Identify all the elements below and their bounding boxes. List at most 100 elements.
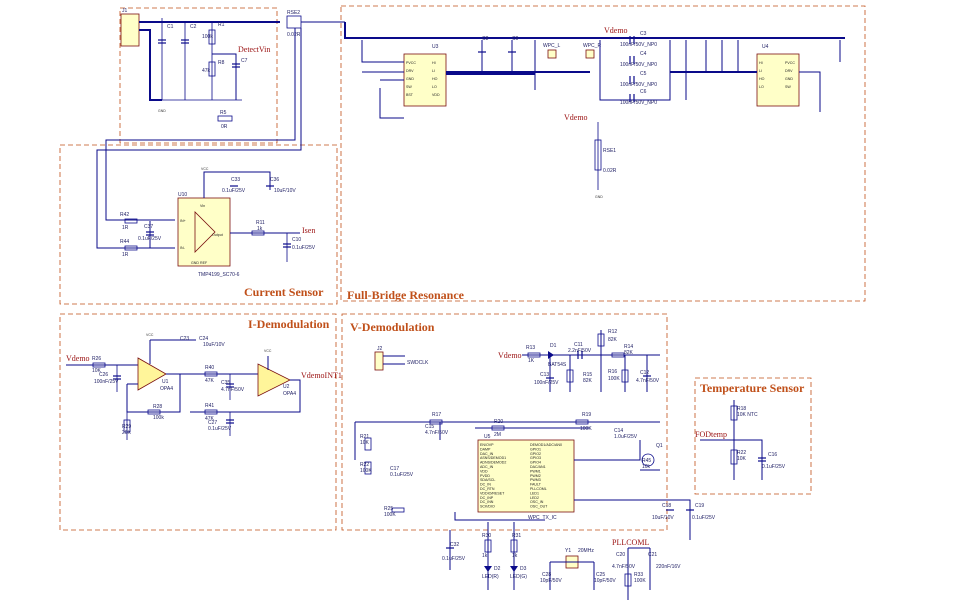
svg-text:100nF/25V: 100nF/25V: [534, 380, 559, 386]
svg-text:GND: GND: [595, 195, 603, 199]
svg-text:C9: C9: [512, 36, 519, 42]
u5-pin-right: LED2: [530, 496, 539, 500]
svg-text:U2: U2: [283, 384, 290, 390]
svg-text:HI: HI: [759, 61, 763, 65]
full-bridge: U3 PVCC DRV GND SW BST HI LI HO LO VDD U…: [361, 26, 841, 199]
svg-text:VCC: VCC: [264, 349, 272, 353]
svg-text:U4: U4: [762, 44, 769, 50]
svg-text:VDD: VDD: [432, 93, 440, 97]
svg-text:R29: R29: [122, 424, 131, 430]
svg-text:R14: R14: [624, 344, 633, 350]
svg-text:C4: C4: [640, 51, 647, 57]
svg-text:IN+: IN+: [180, 219, 186, 223]
r1-value: 100k: [202, 34, 213, 40]
full-bridge-box: [340, 5, 866, 302]
isen-net: Isen: [302, 226, 315, 235]
ic-u4: [756, 53, 800, 107]
opamp-u2: [257, 363, 291, 397]
svg-text:0.1uF/25V: 0.1uF/25V: [292, 245, 316, 251]
svg-text:82K: 82K: [624, 350, 634, 356]
current-sensor-title: Current Sensor: [244, 285, 324, 299]
svg-text:0.02R: 0.02R: [603, 168, 617, 174]
svg-text:LO: LO: [432, 85, 437, 89]
svg-text:C11: C11: [574, 342, 583, 348]
u5-pin-left: VDD: [480, 469, 488, 473]
svg-text:20MHz: 20MHz: [578, 548, 594, 554]
svg-text:100k: 100k: [153, 415, 164, 421]
connector-j2: [374, 351, 384, 371]
svg-text:WPC_L: WPC_L: [543, 43, 560, 49]
svg-text:LI: LI: [759, 69, 762, 73]
sense-wire-a: [96, 21, 345, 249]
svg-text:LO: LO: [759, 85, 764, 89]
svg-text:BAT54S: BAT54S: [548, 362, 567, 368]
r5-label: R5: [220, 110, 227, 116]
svg-text:R22: R22: [737, 450, 746, 456]
svg-text:R15: R15: [583, 372, 592, 378]
svg-text:10K: 10K: [92, 368, 102, 374]
u5-pin-left: DC_IN: [480, 483, 491, 487]
svg-text:R19: R19: [582, 412, 591, 418]
svg-text:R16: R16: [608, 369, 617, 375]
shunt-rse2: RSE2 0.02R: [96, 10, 845, 249]
svg-text:100nF/50V_NP0: 100nF/50V_NP0: [620, 82, 657, 88]
svg-text:10pF/50V: 10pF/50V: [540, 578, 562, 584]
svg-text:100nF/50V_NP0: 100nF/50V_NP0: [620, 62, 657, 68]
svg-text:C32: C32: [450, 542, 459, 548]
svg-text:D2: D2: [494, 566, 501, 572]
svg-text:C14: C14: [614, 428, 623, 434]
svg-text:0.1uF/25V: 0.1uF/25V: [208, 426, 232, 432]
svg-text:C25: C25: [596, 572, 605, 578]
svg-text:10K NTC: 10K NTC: [737, 412, 758, 418]
ic-u10: [177, 197, 231, 267]
svg-text:C17: C17: [390, 466, 399, 472]
svg-text:C13: C13: [540, 372, 549, 378]
svg-text:1k: 1k: [482, 553, 488, 559]
svg-text:OPA4: OPA4: [283, 391, 296, 397]
svg-text:OPA4: OPA4: [160, 386, 173, 392]
svg-text:C10: C10: [292, 237, 301, 243]
svg-text:4.7nF/50V: 4.7nF/50V: [636, 378, 660, 384]
u5-pin-right: OSC_OUT: [530, 505, 548, 509]
svg-text:R45: R45: [642, 458, 651, 464]
v-demod-title: V-Demodulation: [350, 320, 435, 334]
svg-text:HI: HI: [432, 61, 436, 65]
svg-text:R13: R13: [526, 345, 535, 351]
v-demod: J2 SWDCLK Vdemo R13 1K D1 BAT54S C13 100…: [354, 329, 716, 600]
vdemo-vd-net: Vdemo: [498, 351, 522, 360]
u10-label: U10: [178, 192, 187, 198]
bus-wire: [344, 22, 845, 39]
svg-text:C26: C26: [99, 372, 108, 378]
fodtemp-net: FODtemp: [695, 430, 727, 439]
svg-text:R21: R21: [360, 434, 369, 440]
svg-text:47K: 47K: [205, 416, 215, 422]
svg-text:0.1uF/25V: 0.1uF/25V: [762, 464, 786, 470]
svg-text:U3: U3: [432, 44, 439, 50]
svg-text:20K: 20K: [122, 430, 132, 436]
svg-text:10pF/50V: 10pF/50V: [594, 578, 616, 584]
vdemo-fb-net: Vdemo: [604, 26, 628, 35]
svg-text:LI: LI: [432, 69, 435, 73]
svg-text:U1: U1: [162, 379, 169, 385]
svg-text:0.1uF/25V: 0.1uF/25V: [692, 515, 716, 521]
svg-text:HO: HO: [759, 77, 765, 81]
svg-text:R30: R30: [482, 533, 491, 539]
u5-pin-left: EN/OVP: [480, 443, 494, 447]
svg-text:DRV: DRV: [406, 69, 414, 73]
svg-text:4.7nF/50V: 4.7nF/50V: [425, 430, 449, 436]
u5-pin-right: PWM3: [530, 478, 541, 482]
u5-pin-right: DAC/AN1: [530, 465, 546, 469]
svg-text:LED(R): LED(R): [482, 574, 499, 580]
svg-text:100nF/50V_NP0: 100nF/50V_NP0: [620, 42, 657, 48]
current-sensor-box: [59, 144, 338, 305]
svg-text:47K: 47K: [205, 378, 215, 384]
svg-text:10K: 10K: [360, 440, 370, 446]
svg-text:R20: R20: [494, 419, 503, 425]
svg-text:RSE1: RSE1: [603, 148, 616, 154]
u5-pin-right: PLLCOML: [530, 487, 547, 491]
j1-label: J1: [122, 8, 128, 14]
svg-text:2M: 2M: [494, 432, 501, 438]
svg-text:C15: C15: [425, 424, 434, 430]
svg-text:SWDCLK: SWDCLK: [407, 360, 429, 366]
